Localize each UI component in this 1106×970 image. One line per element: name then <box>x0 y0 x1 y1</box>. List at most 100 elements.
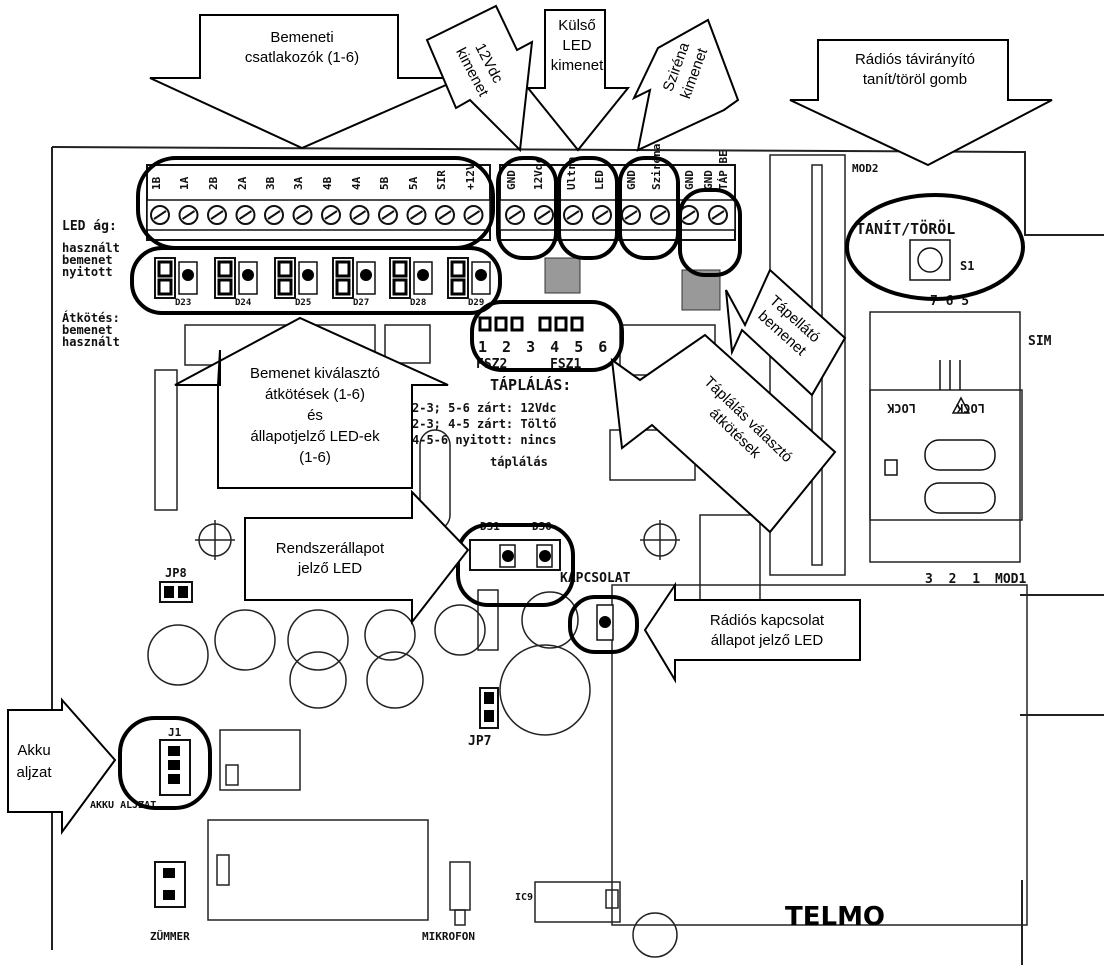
capacitors <box>147 520 680 958</box>
taplalas-line-4: táplálás <box>490 455 548 469</box>
atkotes-hasznalt-label: használt <box>62 335 120 349</box>
atkotes-bemenet-label: bemenet <box>62 323 113 337</box>
s1-label: S1 <box>960 259 974 273</box>
led-ag-label: LED ág: <box>62 219 117 234</box>
tanit-torol-label: TANÍT/TÖRÖL <box>856 219 955 238</box>
fsz-numbers: 1 2 3 4 5 6 <box>478 338 610 356</box>
callout-shapes <box>7 4 1053 836</box>
aljzat-label: AKKU ALJZAT <box>90 800 156 811</box>
taplalas-line-3: 4-5-6 nyitott: nincs <box>412 433 557 447</box>
mod-pins-bottom: 3 2 1 <box>925 572 984 587</box>
hasznalt-label: használt <box>62 241 120 255</box>
terminal-label: 3A <box>292 176 305 190</box>
nyitott-label: nyitott <box>62 265 113 279</box>
radio-link-led <box>596 604 614 641</box>
terminal-label: 4B <box>321 176 334 190</box>
led-designator: D24 <box>235 298 252 308</box>
terminal-label: 12Vdc <box>532 157 545 190</box>
terminal-label: 2A <box>236 176 249 190</box>
fsz-jumper-block <box>478 257 721 332</box>
terminal-label: SIR <box>435 170 448 190</box>
terminal-label: 5B <box>378 176 391 190</box>
input-led-jumper-5: D28 <box>389 257 433 308</box>
callout-szirena-shape <box>631 18 740 152</box>
terminal-label: TÁP BE <box>717 150 730 190</box>
system-led-d30 <box>539 550 551 562</box>
callout-rendszer-shape <box>244 489 470 625</box>
atkotes-label: Átkötés: <box>62 310 120 325</box>
terminal-label: 4A <box>350 176 363 190</box>
led-designator: D25 <box>295 298 311 308</box>
callout-akku-shape <box>7 697 117 836</box>
input-led-jumper-3: D25 <box>274 257 318 308</box>
zummer-label: ZÜMMER <box>150 929 190 943</box>
input-led-jumper-2: D24 <box>214 257 258 308</box>
status-led <box>242 269 254 281</box>
highlight-ellipses <box>118 156 1025 810</box>
terminal-label: LED <box>593 170 606 190</box>
board-texts: LED ág: használt bemenet nyitott Átkötés… <box>62 162 1052 943</box>
mod1-label: MOD1 <box>995 572 1026 587</box>
taplalas-line-2: 2-3; 4-5 zárt: Töltő <box>412 417 557 431</box>
callout-bemeneti-shape <box>149 14 463 150</box>
terminal-label: 2B <box>207 176 220 190</box>
kapcsolat-label: KAPCSOLAT <box>560 571 631 586</box>
terminal-label: 1B <box>150 176 163 190</box>
battery-connector-j1 <box>159 739 191 796</box>
taplalas-header: TÁPLÁLÁS: <box>490 375 571 394</box>
terminal-label: GND <box>505 170 518 190</box>
telmo-logo: TELMO <box>785 902 885 932</box>
status-led <box>182 269 194 281</box>
sim-label: SIM <box>1028 334 1052 349</box>
terminal-label: Sziréna <box>650 144 663 190</box>
callout-12vdc-shape <box>425 4 534 153</box>
terminal-label: 3B <box>264 176 277 190</box>
callout-kulso-led-shape <box>525 9 631 152</box>
terminal-label: GND <box>625 170 638 190</box>
input-led-jumper-6: D29 <box>447 257 491 308</box>
bemenet-label: bemenet <box>62 253 113 267</box>
status-led <box>302 269 314 281</box>
callout-taplalas-shape <box>610 333 837 534</box>
input-led-jumper-1: D23 <box>154 257 198 308</box>
pcb-board <box>51 146 1104 965</box>
lock-label-right: LOCK <box>955 401 985 415</box>
led-designator: D29 <box>468 298 484 308</box>
status-led <box>360 269 372 281</box>
terminal-label: 1A <box>178 176 191 190</box>
led-designator: D27 <box>353 298 369 308</box>
status-led <box>475 269 487 281</box>
callout-tapellato-shape <box>725 268 847 397</box>
callout-bemenet-kival-shape <box>174 316 449 489</box>
input-led-jumper-4: D27 <box>332 257 376 308</box>
system-led-d31 <box>502 550 514 562</box>
ic-label: IC9 <box>515 892 533 903</box>
system-status-leds <box>469 539 561 571</box>
terminal-label: 5A <box>407 176 420 190</box>
status-led <box>417 269 429 281</box>
input-jumpers-row: D23 D24 D25 D27 D28 D29 <box>154 257 491 308</box>
lock-label-left: LOCK <box>886 401 916 415</box>
jp7-label: JP7 <box>468 734 491 749</box>
tanit-torol-button[interactable] <box>909 239 951 281</box>
callout-radios-tavir-shape <box>789 39 1053 167</box>
buzzer-connector <box>154 861 186 908</box>
terminal-label: GND <box>702 170 715 190</box>
input-terminal-block <box>146 164 491 241</box>
j1-label: J1 <box>168 726 182 739</box>
jumper-jp8 <box>159 581 193 603</box>
mikrofon-label: MIKROFON <box>422 930 475 943</box>
led-designator: D23 <box>175 298 191 308</box>
led-designator: D28 <box>410 298 426 308</box>
sim-holder <box>884 360 996 514</box>
